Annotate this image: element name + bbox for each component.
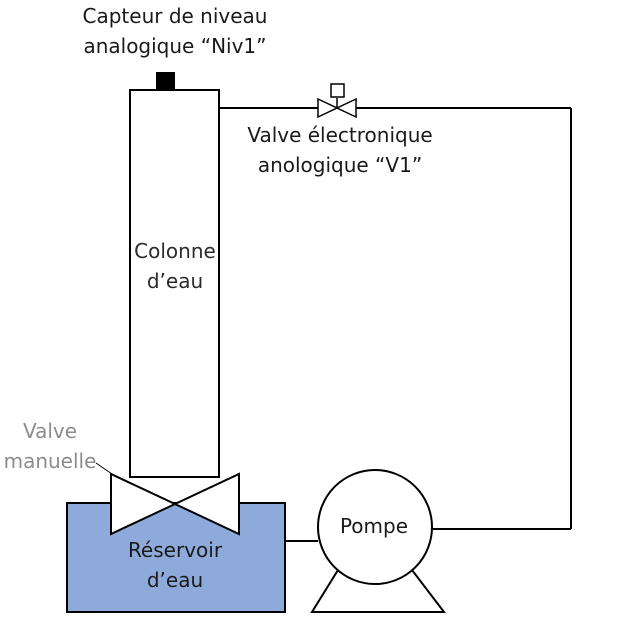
column-label: Colonne d’eau xyxy=(128,236,222,296)
reservoir-label-line1: Réservoir xyxy=(127,538,223,562)
reservoir-tank xyxy=(66,502,286,613)
column-label-line2: d’eau xyxy=(146,269,204,293)
valve-v1-label-line2: anologique “V1” xyxy=(257,153,423,177)
reservoir-label-line2: d’eau xyxy=(146,568,204,592)
pump-body xyxy=(317,469,433,585)
sensor-label-line1: Capteur de niveau xyxy=(82,4,268,28)
sensor-label: Capteur de niveau analogique “Niv1” xyxy=(60,1,290,61)
electronic-valve-v1 xyxy=(317,83,357,119)
column-label-line1: Colonne xyxy=(134,239,216,263)
valve-v1-label: Valve électronique anologique “V1” xyxy=(220,120,460,180)
pump-label-line1: Pompe xyxy=(339,514,409,538)
manual-valve xyxy=(110,472,240,536)
manual-valve-leader xyxy=(95,462,113,475)
level-sensor xyxy=(156,72,175,91)
manual-valve-label: Valve manuelle xyxy=(0,416,100,476)
manual-valve-label-line2: manuelle xyxy=(3,449,97,473)
sensor-label-line2: analogique “Niv1” xyxy=(83,34,267,58)
manual-valve-label-line1: Valve xyxy=(22,419,78,443)
reservoir-label: Réservoir d’eau xyxy=(85,535,265,595)
pump-label: Pompe xyxy=(315,511,433,541)
water-column xyxy=(129,89,220,478)
valve-v1-label-line1: Valve électronique xyxy=(247,123,433,147)
